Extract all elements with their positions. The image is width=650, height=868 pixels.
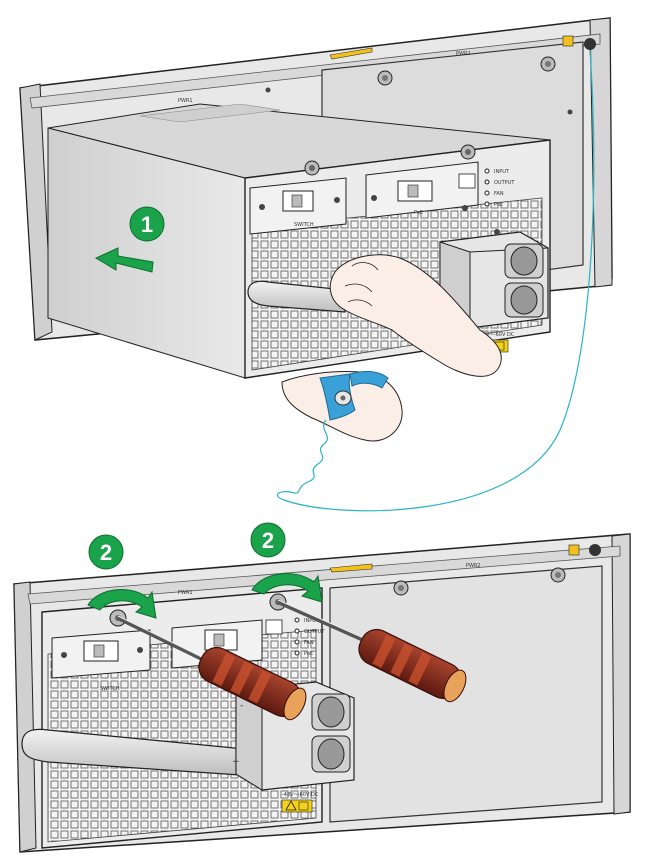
captive-screw <box>460 144 476 160</box>
captive-screw <box>304 160 320 176</box>
led-label: INPUT <box>304 618 320 624</box>
led-label: FAN <box>494 191 504 197</box>
led-label: OUTPUT <box>304 629 325 635</box>
slot-label-pwr2: PWR2 <box>456 51 471 57</box>
slot-label-pwr2: PWR2 <box>466 563 481 569</box>
led-label: INPUT <box>494 169 510 175</box>
slot-label-pwr1: PWR1 <box>178 590 193 596</box>
ground-screw-icon <box>568 544 601 556</box>
rj45-port <box>265 619 283 635</box>
step-2-badge: 2 <box>250 522 286 558</box>
polarity-plus: + <box>232 757 240 767</box>
step-1-badge: 1 <box>129 206 165 242</box>
led-label: PoE <box>494 202 503 208</box>
hand-icon <box>329 254 502 377</box>
bottom-view: PWR1 PWR2 SWITCH INPUT OUTPUT FAN PoE <box>13 522 631 853</box>
step-2-badge: 2 <box>88 534 124 570</box>
rotate-arrow-icon <box>87 589 157 619</box>
slot-label-pwr1: PWR1 <box>178 98 193 104</box>
led-panel: INPUT OUTPUT FAN PoE <box>484 168 515 208</box>
screwdriver-icon <box>277 599 467 703</box>
rating-label: -48V~-60V DC <box>282 792 319 798</box>
top-view: PWR1 PWR2 SWITCH <box>19 17 613 512</box>
rating-label: -48V~-60V DC <box>478 332 515 338</box>
dc-terminal-block <box>439 229 549 329</box>
warning-triangle-icon <box>281 799 313 813</box>
slot-screw <box>377 70 393 86</box>
led-label: FAN <box>304 640 314 646</box>
step-2-number: 2 <box>100 540 112 565</box>
polarity-minus: - <box>240 701 243 711</box>
slot-screw <box>393 580 409 596</box>
poe-label: PoE <box>414 210 423 216</box>
switch-label: SWITCH <box>294 222 314 228</box>
pull-arrow-icon <box>94 247 154 273</box>
pwr2-filler <box>329 565 603 823</box>
step-1-number: 1 <box>141 212 153 237</box>
slot-screw <box>540 56 556 72</box>
step-2-number: 2 <box>262 528 274 553</box>
ground-screw-icon <box>562 35 596 50</box>
slot-screw <box>550 567 566 583</box>
led-label: OUTPUT <box>494 180 515 186</box>
led-panel: INPUT OUTPUT FAN PoE <box>294 617 325 657</box>
rj45-port <box>458 173 476 189</box>
esd-strap-icon <box>276 49 595 512</box>
led-label: PoE <box>304 651 313 657</box>
screwdriver-icon <box>117 615 307 721</box>
rotate-arrow-icon <box>251 573 323 603</box>
switch-label: SWITCH <box>100 686 120 692</box>
